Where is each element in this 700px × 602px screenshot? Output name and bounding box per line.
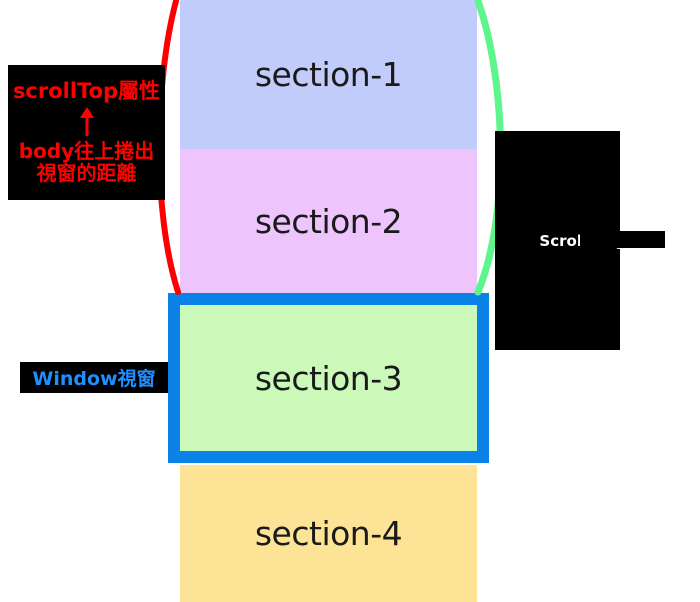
section-2-label: section-2 <box>254 201 403 241</box>
scrollheight-annotation: ScrollHeight <box>495 131 665 350</box>
up-arrow-icon <box>79 106 94 136</box>
scrolltop-desc-line2: 視窗的距離 <box>36 161 137 186</box>
window-viewport-frame: section-3 <box>168 293 489 463</box>
scrolltop-desc-line1: body往上捲出 <box>18 138 155 163</box>
window-annotation: Window視窗 <box>20 362 168 393</box>
section-1-label: section-1 <box>254 55 403 94</box>
window-label: Window視窗 <box>32 368 156 390</box>
scrolltop-heading: scrollTop屬性 <box>12 79 161 104</box>
section-2-block: section-2 <box>180 149 477 293</box>
section-4-block: section-4 <box>180 465 477 602</box>
section-3-block: section-3 <box>180 305 477 451</box>
section-4-label: section-4 <box>254 514 403 553</box>
section-1-block: section-1 <box>180 0 477 149</box>
scrolltop-annotation: scrollTop屬性 body往上捲出 視窗的距離 <box>8 65 165 200</box>
section-3-label: section-3 <box>254 358 403 398</box>
scrollheight-label-mask <box>580 231 665 248</box>
